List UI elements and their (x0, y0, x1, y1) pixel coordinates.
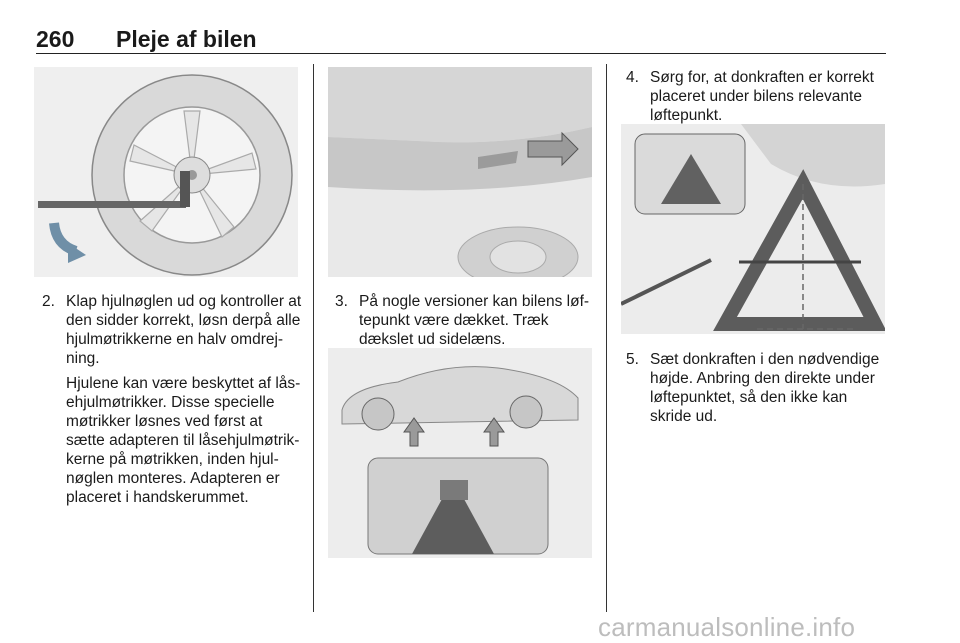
car-jack-points-figure (328, 348, 592, 558)
step-5: 5. Sæt donkraften i den nødvendige højde… (626, 350, 888, 432)
step-3-text: På nogle versioner kan bilens løf-tepunk… (359, 293, 590, 348)
step-2-text: Klap hjulnøglen ud og kontroller at den … (66, 293, 302, 367)
step-3: 3. På nogle versioner kan bilens løf-tep… (335, 292, 593, 355)
scissor-jack-icon (621, 124, 885, 334)
scissor-jack-figure (621, 124, 885, 334)
wheel-wrench-icon (34, 67, 298, 277)
header-divider (36, 53, 886, 54)
step-2: 2. Klap hjulnøglen ud og kontroller at d… (42, 292, 304, 513)
step-5-text: Sæt donkraften i den nødvendige højde. A… (650, 351, 880, 425)
page-header: 260 Pleje af bilen (0, 0, 960, 60)
step-4-text: Sørg for, at donkraften er korrekt place… (650, 69, 874, 124)
step-4-number: 4. (626, 69, 639, 86)
column-divider-2 (606, 64, 607, 612)
step-2-number: 2. (42, 293, 55, 310)
wheel-wrench-figure (34, 67, 298, 277)
step-2-note: Hjulene kan være beskyttet af lås-ehjulm… (66, 375, 301, 506)
car-jack-points-icon (328, 348, 592, 558)
underbody-cover-figure (328, 67, 592, 277)
step-5-number: 5. (626, 351, 639, 368)
watermark: carmanualsonline.info (598, 612, 856, 642)
step-4: 4. Sørg for, at donkraften er korrekt pl… (626, 68, 888, 131)
column-divider-1 (313, 64, 314, 612)
step-3-number: 3. (335, 293, 348, 310)
underbody-cover-icon (328, 67, 592, 277)
page-title: Pleje af bilen (116, 26, 257, 52)
page-number: 260 (36, 26, 75, 52)
